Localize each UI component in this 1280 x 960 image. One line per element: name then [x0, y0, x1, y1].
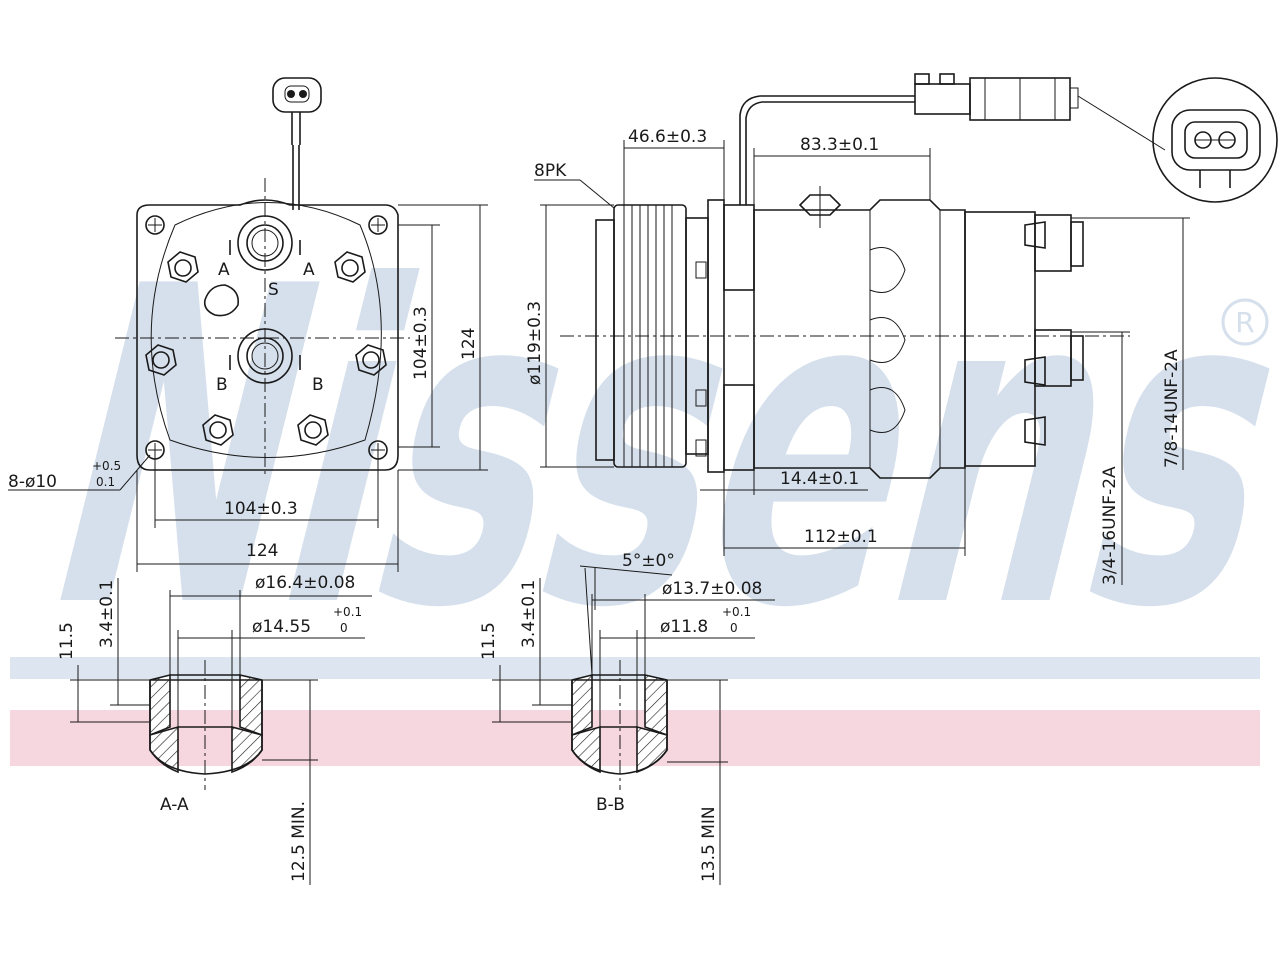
thread-small: 3/4-16UNF-2A [1100, 466, 1120, 585]
aa-dim-min: 12.5 MIN. [289, 801, 309, 882]
dim-holes-tol-upper: +0.5 [92, 459, 121, 473]
dim-offset: 14.4±0.1 [780, 469, 859, 489]
side-connector-icon [914, 73, 1079, 121]
bb-dim-angle: 5°±0° [622, 551, 675, 571]
section-b-b: 11.5 3.4±0.1 5°±0° ø13.7±0.08 ø11.8 +0.1… [479, 551, 775, 885]
connector-detail-icon [1152, 77, 1278, 203]
registered-mark-letter: R [1235, 306, 1254, 339]
aa-dim-inner-tol-upper: +0.1 [333, 605, 362, 619]
dim-body: 83.3±0.1 [800, 135, 879, 155]
aa-dim-depth-step: 3.4±0.1 [97, 580, 117, 648]
hex-bolt-icon [145, 251, 387, 446]
bb-dim-min: 13.5 MIN [699, 806, 719, 882]
bb-dim-depth-total: 11.5 [479, 622, 499, 660]
bb-dim-inner-tol-lower: 0 [730, 621, 738, 635]
dim-pulley-diameter: ø119±0.3 [525, 301, 545, 385]
section-a-a: 11.5 3.4±0.1 ø16.4±0.08 ø14.55 +0.1 0 12… [57, 573, 372, 885]
dim-height: 124 [459, 328, 479, 360]
dim-width: 124 [246, 541, 278, 561]
dim-length: 112±0.1 [804, 527, 878, 547]
bb-section-label: B-B [596, 795, 625, 815]
section-mark-b-right: B [312, 375, 324, 395]
section-mark-a-right: A [303, 260, 315, 280]
aa-dim-inner-tol-lower: 0 [340, 621, 348, 635]
front-view: A A S B B 104±0.3 124 8-ø10 +0.5 0.1 104… [8, 77, 488, 572]
port-mark-s: S [268, 280, 279, 300]
section-mark-b-left: B [216, 375, 228, 395]
watermark-band-blue [10, 657, 1260, 679]
registered-mark-circle [1221, 298, 1269, 346]
bb-dim-outer-diameter: ø13.7±0.08 [662, 579, 762, 599]
dim-holes-tol-lower: 0.1 [96, 475, 115, 489]
dim-holes: 8-ø10 [8, 472, 57, 492]
aa-dim-depth-total: 11.5 [57, 622, 77, 660]
bb-dim-inner-tol-upper: +0.1 [722, 605, 751, 619]
side-view: 8PK 46.6±0.3 83.3±0.1 ø119±0.3 14.4±0.1 … [525, 73, 1278, 585]
dim-pulley-width: 46.6±0.3 [628, 127, 707, 147]
aa-dim-outer-diameter: ø16.4±0.08 [255, 573, 355, 593]
watermark-band-pink [10, 710, 1260, 766]
dim-bolt-circle-horizontal: 104±0.3 [224, 499, 298, 519]
thread-large: 7/8-14UNF-2A [1162, 349, 1182, 468]
belt-type-label: 8PK [534, 161, 567, 181]
aa-dim-inner-diameter: ø14.55 [252, 617, 311, 637]
aa-section-label: A-A [160, 795, 189, 815]
bb-dim-depth-step: 3.4±0.1 [519, 580, 539, 648]
bb-dim-inner-diameter: ø11.8 [660, 617, 708, 637]
section-mark-a-left: A [218, 260, 230, 280]
dim-bolt-circle-vertical: 104±0.3 [411, 306, 431, 380]
front-connector-icon [272, 77, 322, 210]
